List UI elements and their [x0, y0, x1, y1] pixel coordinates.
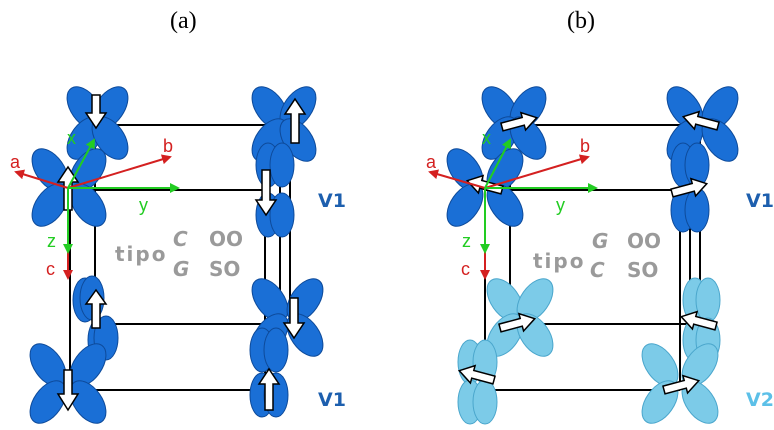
axis-z-label: z: [47, 231, 56, 251]
panel-b-label: (b): [567, 8, 595, 34]
spin-arrow: [681, 110, 720, 131]
axis-c-label: c: [46, 259, 55, 279]
site-label-top: V1: [318, 190, 346, 212]
spin-arrows: [457, 110, 720, 395]
spin-arrow: [84, 288, 108, 329]
axis-a-label: a: [426, 152, 437, 172]
axis-c-label: c: [461, 259, 470, 279]
axis-x: [67, 138, 95, 189]
spin-arrow: [498, 312, 537, 333]
so-type-letter: C: [590, 258, 605, 282]
spin-arrow: [457, 364, 496, 385]
spin-arrow: [500, 111, 539, 132]
spin-arrow: [465, 174, 504, 195]
spin-arrow: [282, 297, 306, 340]
axis-b: [484, 154, 590, 189]
tipo-label: tipo: [533, 249, 585, 273]
axis-b: [67, 154, 172, 189]
local-axes: [63, 138, 180, 254]
orbital-bottom-left: [29, 343, 107, 424]
spin-arrow: [257, 367, 281, 411]
so-type-label: SO: [209, 257, 240, 281]
axis-a-label: a: [10, 152, 21, 172]
panel-a: a b c x y z tipo C OO G SO V1 V1: [10, 86, 346, 424]
spin-arrow: [670, 177, 709, 198]
spin-arrow: [662, 374, 701, 395]
so-type-label: SO: [627, 258, 658, 282]
panel-a-label: (a): [170, 8, 197, 34]
spin-arrow: [254, 169, 278, 217]
axis-x-label: x: [67, 128, 76, 148]
panel-b: a b c x y z tipo G OO C SO V1 V2: [426, 86, 774, 425]
axis-x-label: x: [482, 128, 491, 148]
axis-a: [14, 169, 69, 189]
axis-y-label: y: [139, 195, 148, 215]
orbital-bottom-right: [641, 343, 719, 424]
site-label-top: V1: [746, 190, 774, 212]
spin-arrow: [56, 369, 80, 412]
oo-type-label: OO: [209, 227, 243, 251]
local-axes: [480, 138, 598, 254]
spin-arrow: [84, 94, 108, 130]
oo-type-label: OO: [627, 229, 661, 253]
so-type-letter: G: [173, 257, 189, 281]
tipo-label: tipo: [115, 242, 167, 266]
axis-b-label: b: [163, 136, 173, 156]
oo-type-letter: G: [592, 229, 608, 253]
axis-z-label: z: [462, 231, 471, 251]
axis-y-label: y: [556, 195, 565, 215]
axis-b-label: b: [580, 136, 590, 156]
spin-arrow: [679, 310, 718, 331]
site-label-bottom: V2: [746, 389, 774, 411]
spin-arrow: [283, 97, 307, 144]
axis-x: [484, 138, 511, 189]
site-label-bottom: V1: [318, 389, 346, 411]
oo-type-letter: C: [173, 227, 188, 251]
axis-a: [428, 169, 486, 189]
